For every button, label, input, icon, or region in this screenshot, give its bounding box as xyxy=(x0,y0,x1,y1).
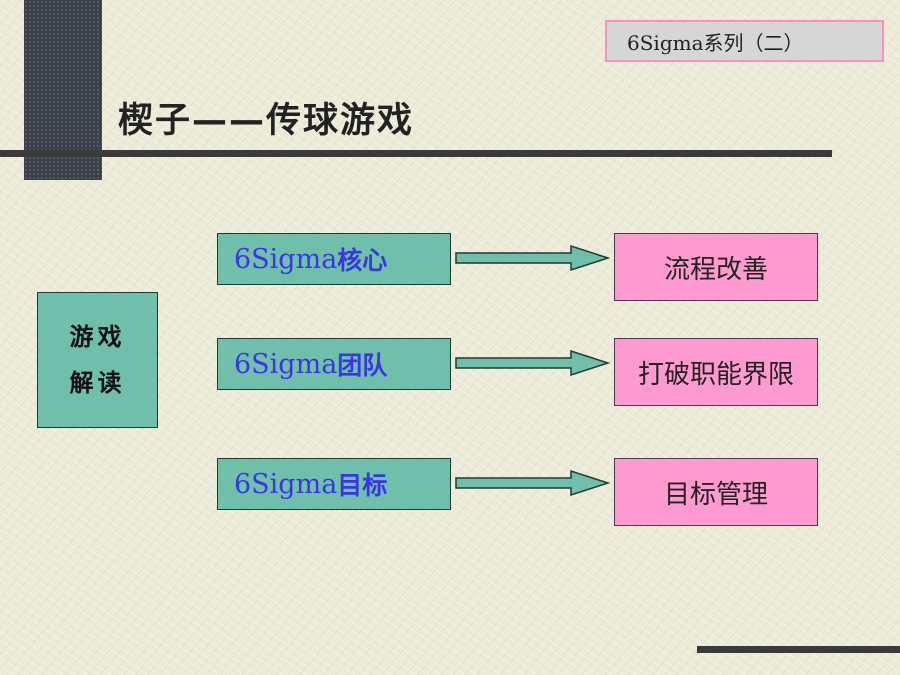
concept-latin: 6Sigma xyxy=(234,348,338,380)
right-arrow-icon xyxy=(455,244,610,272)
series-label: 6Sigma系列（二） xyxy=(627,30,804,55)
right-arrow-icon xyxy=(455,469,610,497)
concept-latin: 6Sigma xyxy=(234,468,338,500)
result-box-break-boundaries: 打破职能界限 xyxy=(614,338,818,406)
result-box-goal-management: 目标管理 xyxy=(614,458,818,526)
result-box-process-improvement: 流程改善 xyxy=(614,233,818,301)
result-label: 流程改善 xyxy=(663,254,768,285)
slide-title: 楔子——传球游戏 xyxy=(118,101,415,141)
concept-cjk: 团队 xyxy=(337,351,388,380)
game-interpretation-line2: 解读 xyxy=(69,369,126,397)
result-label: 打破职能界限 xyxy=(637,359,794,390)
title-divider xyxy=(0,150,832,157)
concept-cjk: 核心 xyxy=(337,246,388,275)
bottom-divider xyxy=(697,646,900,653)
game-interpretation-line1: 游戏 xyxy=(69,323,126,351)
right-arrow-icon xyxy=(455,349,610,377)
concept-cjk: 目标 xyxy=(337,471,388,500)
series-badge: 6Sigma系列（二） xyxy=(605,20,884,62)
game-interpretation-box: 游戏 解读 xyxy=(37,292,158,428)
concept-latin: 6Sigma xyxy=(234,243,338,275)
result-label: 目标管理 xyxy=(663,479,768,510)
